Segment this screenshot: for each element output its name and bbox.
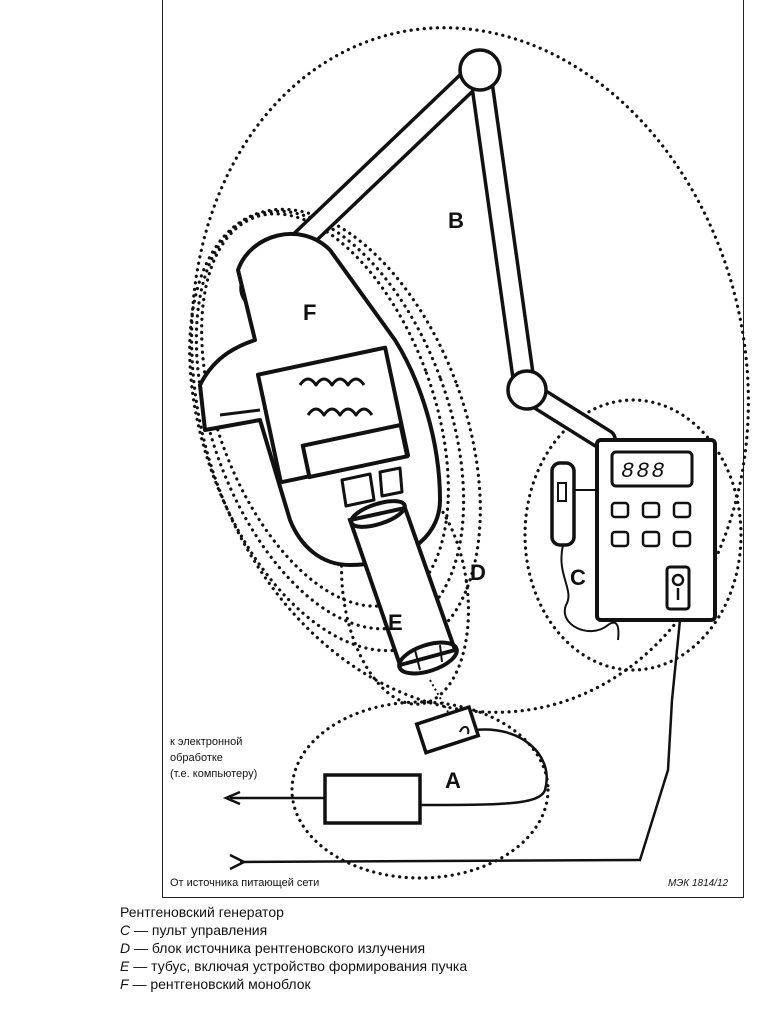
arm-joint-elbow [506, 369, 548, 411]
output-note-line2: обработке [170, 752, 223, 764]
label-b: B [448, 208, 464, 233]
label-a: A [445, 768, 461, 793]
output-note-line3: (т.е. компьютеру) [170, 768, 257, 780]
boundary-f-outer [188, 207, 482, 653]
cone-aperture [397, 640, 459, 676]
panel-key [641, 530, 661, 548]
label-f: F [303, 300, 316, 325]
figure-caption: Рентгеновский генератор C — пульт управл… [120, 903, 760, 993]
power-cable [239, 619, 682, 864]
output-note-line1: к электронной [170, 736, 242, 748]
transformer-coil-top [298, 377, 366, 387]
sensor-cable [419, 728, 548, 807]
xray-generator-diagram: B F D E C A 888 к электронной обработке … [170, 26, 750, 889]
figure-code: МЭК 1814/12 [668, 878, 729, 889]
boundary-e [339, 474, 471, 706]
xray-tube-body [300, 422, 410, 480]
arm-joint-top [458, 48, 502, 92]
caption-item-d: D — блок источника рентгеновского излуче… [120, 940, 426, 956]
label-d: D [470, 560, 486, 585]
label-c: C [570, 565, 586, 590]
panel-key [610, 530, 630, 548]
exposure-switch [550, 461, 576, 547]
panel-key [672, 501, 692, 519]
panel-key [641, 501, 661, 519]
panel-key [610, 501, 630, 519]
key-switch [665, 565, 691, 611]
caption-item-e: E — тубус, включая устройство формирован… [120, 958, 468, 974]
label-e: E [388, 610, 403, 635]
caption-item-f: F — рентгеновский моноблок [120, 976, 311, 992]
panel-key [672, 530, 692, 548]
boundary-c [523, 398, 743, 672]
image-receptor [414, 704, 481, 755]
power-note: От источника питающей сети [170, 877, 319, 889]
transformer-coil-bottom [306, 407, 374, 417]
display-readout: 888 [621, 459, 667, 484]
processing-box [323, 773, 422, 825]
caption-title: Рентгеновский генератор [120, 904, 284, 920]
anode-block [340, 472, 376, 508]
switch-cord [560, 544, 620, 641]
boundary-b [190, 26, 750, 714]
digital-display [610, 450, 694, 488]
figure-frame [162, 0, 744, 898]
boundary-a [290, 700, 550, 880]
caption-item-c: C — пульт управления [120, 922, 268, 938]
